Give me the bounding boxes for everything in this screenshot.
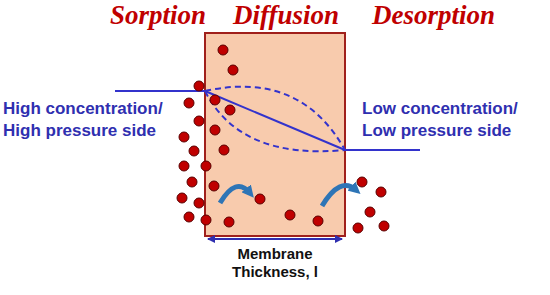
concentration-profile	[115, 87, 420, 152]
transport-arrows	[220, 186, 356, 206]
gas-molecules	[177, 45, 389, 233]
dimension-label: Membrane Thickness, l	[215, 245, 335, 281]
thickness-dimension	[208, 238, 342, 240]
step-title: Desorption	[372, 0, 495, 30]
step-title: Diffusion	[233, 0, 339, 30]
side-label: Low concentration/ Low pressure side	[362, 98, 545, 142]
side-label: High concentration/ High pressure side	[3, 98, 183, 142]
step-title: Sorption	[110, 0, 206, 30]
